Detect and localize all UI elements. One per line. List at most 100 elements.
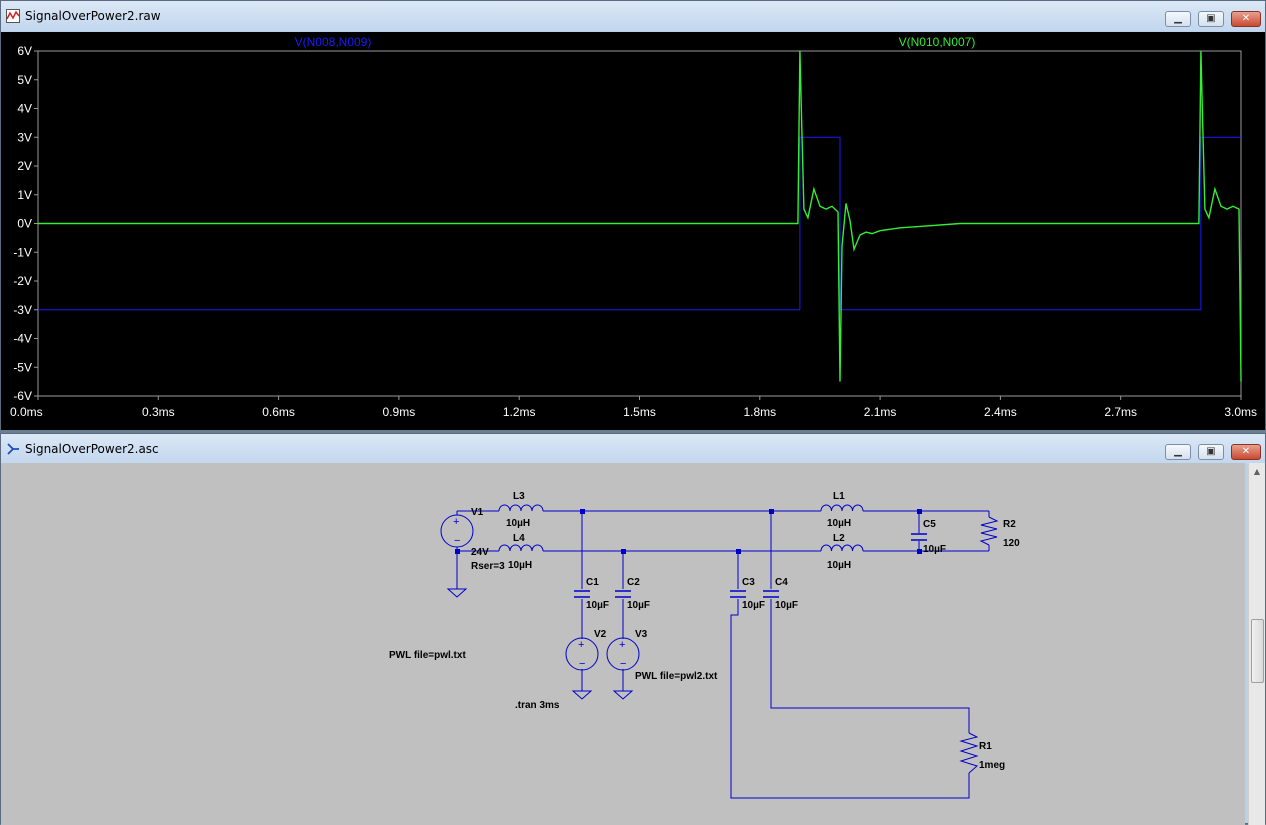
ground-icon <box>612 690 634 700</box>
label-l1-ref: L1 <box>833 491 845 502</box>
label-c1-value: 10µF <box>586 600 609 611</box>
y-tick-label: -5V <box>13 360 32 374</box>
junction-dot <box>917 509 922 514</box>
x-tick-label: 3.0ms <box>1224 405 1257 419</box>
label-l4-value: 10µH <box>508 560 532 571</box>
svg-text:−: − <box>620 658 626 670</box>
schematic-window-title: SignalOverPower2.asc <box>25 442 159 456</box>
trace-series-2[interactable] <box>38 50 1242 382</box>
label-v2-ref: V2 <box>594 629 607 640</box>
y-tick-label: -3V <box>13 303 32 317</box>
label-c4-ref: C4 <box>775 577 788 588</box>
y-tick-label: -1V <box>13 245 32 259</box>
label-r2-ref: R2 <box>1003 519 1016 530</box>
minimize-button[interactable]: ▁ <box>1165 11 1191 27</box>
label-v1-rser: Rser=3 <box>471 561 505 572</box>
label-l4-ref: L4 <box>513 533 525 544</box>
label-l3-value: 10µH <box>506 518 530 529</box>
schematic-window: SignalOverPower2.asc ▁ ▣ ✕ <box>0 433 1266 825</box>
y-tick-label: -2V <box>13 274 32 288</box>
capacitor-c2[interactable] <box>615 590 631 598</box>
capacitor-c3[interactable] <box>730 590 746 598</box>
restore-button[interactable]: ▣ <box>1198 11 1224 27</box>
plot-background <box>1 32 1265 430</box>
label-l2-value: 10µH <box>827 560 851 571</box>
waveform-titlebar[interactable]: SignalOverPower2.raw ▁ ▣ ✕ <box>1 1 1265 31</box>
label-c5-value: 10µF <box>923 544 946 555</box>
inductor-l4[interactable] <box>498 544 544 552</box>
y-tick-label: -4V <box>13 332 32 346</box>
label-c3-value: 10µF <box>742 600 765 611</box>
junction-dot <box>736 549 741 554</box>
schematic-canvas[interactable]: +− +− +− <box>1 463 1245 825</box>
ground-icon <box>446 588 468 598</box>
x-tick-label: 2.4ms <box>984 405 1017 419</box>
schematic-app-icon <box>7 443 19 455</box>
svg-text:+: + <box>578 639 584 651</box>
junction-dot <box>580 509 585 514</box>
directive-tran[interactable]: .tran 3ms <box>515 700 560 711</box>
label-r2-value: 120 <box>1003 538 1020 549</box>
capacitor-c1[interactable] <box>574 590 590 598</box>
voltage-source-v3[interactable]: +− <box>606 637 640 671</box>
schematic-titlebar[interactable]: SignalOverPower2.asc ▁ ▣ ✕ <box>1 434 1265 464</box>
x-tick-label: 0.6ms <box>262 405 295 419</box>
legend-label-2[interactable]: V(N010,N007) <box>899 35 976 49</box>
junction-dot <box>455 549 460 554</box>
y-tick-label: 6V <box>17 44 32 58</box>
y-tick-label: 5V <box>17 73 32 87</box>
directive-pwl2[interactable]: PWL file=pwl2.txt <box>635 671 718 682</box>
inductor-l1[interactable] <box>820 504 864 512</box>
label-v1-value: 24V <box>471 547 489 558</box>
close-button[interactable]: ✕ <box>1231 444 1261 460</box>
svg-text:−: − <box>579 658 585 670</box>
minimize-button[interactable]: ▁ <box>1165 444 1191 460</box>
label-v1-ref: V1 <box>471 507 484 518</box>
svg-text:+: + <box>453 516 459 528</box>
y-tick-label: 4V <box>17 102 32 116</box>
resistor-r1[interactable] <box>959 732 979 774</box>
scrollbar-thumb[interactable] <box>1251 619 1264 683</box>
inductor-l2[interactable] <box>820 544 864 552</box>
label-c2-ref: C2 <box>627 577 640 588</box>
capacitor-c5[interactable] <box>911 533 927 541</box>
legend-label-1[interactable]: V(N008,N009) <box>295 35 372 49</box>
label-v3-ref: V3 <box>635 629 648 640</box>
x-tick-label: 1.8ms <box>743 405 776 419</box>
label-c5-ref: C5 <box>923 519 936 530</box>
vertical-scrollbar[interactable]: ▲ <box>1248 463 1265 825</box>
wire[interactable] <box>730 599 970 799</box>
y-tick-label: 1V <box>17 188 32 202</box>
y-tick-label: 0V <box>17 217 32 231</box>
svg-text:+: + <box>619 639 625 651</box>
x-tick-label: 1.5ms <box>623 405 656 419</box>
trace-series-1[interactable] <box>38 136 1241 311</box>
svg-text:−: − <box>454 535 460 547</box>
scroll-up-arrow-icon[interactable]: ▲ <box>1253 467 1261 476</box>
x-tick-label: 0.0ms <box>10 405 43 419</box>
waveform-app-icon <box>6 9 20 23</box>
capacitor-c4[interactable] <box>763 590 779 598</box>
directive-pwl1[interactable]: PWL file=pwl.txt <box>389 650 466 661</box>
label-c2-value: 10µF <box>627 600 650 611</box>
waveform-window-title: SignalOverPower2.raw <box>25 9 161 23</box>
voltage-source-v2[interactable]: +− <box>565 637 599 671</box>
label-r1-ref: R1 <box>979 741 992 752</box>
label-c3-ref: C3 <box>742 577 755 588</box>
schematic-background <box>1 463 1245 825</box>
junction-dot <box>917 549 922 554</box>
y-tick-label: -6V <box>13 389 32 403</box>
ground-icon <box>571 690 593 700</box>
close-button[interactable]: ✕ <box>1231 11 1261 27</box>
voltage-source-v1[interactable]: +− <box>440 514 474 548</box>
y-tick-label: 2V <box>17 159 32 173</box>
inductor-l3[interactable] <box>498 504 544 512</box>
resistor-r2[interactable] <box>979 516 999 546</box>
junction-dot <box>769 509 774 514</box>
x-tick-label: 2.1ms <box>864 405 897 419</box>
wire[interactable] <box>770 599 970 733</box>
x-tick-label: 2.7ms <box>1104 405 1137 419</box>
restore-button[interactable]: ▣ <box>1198 444 1224 460</box>
